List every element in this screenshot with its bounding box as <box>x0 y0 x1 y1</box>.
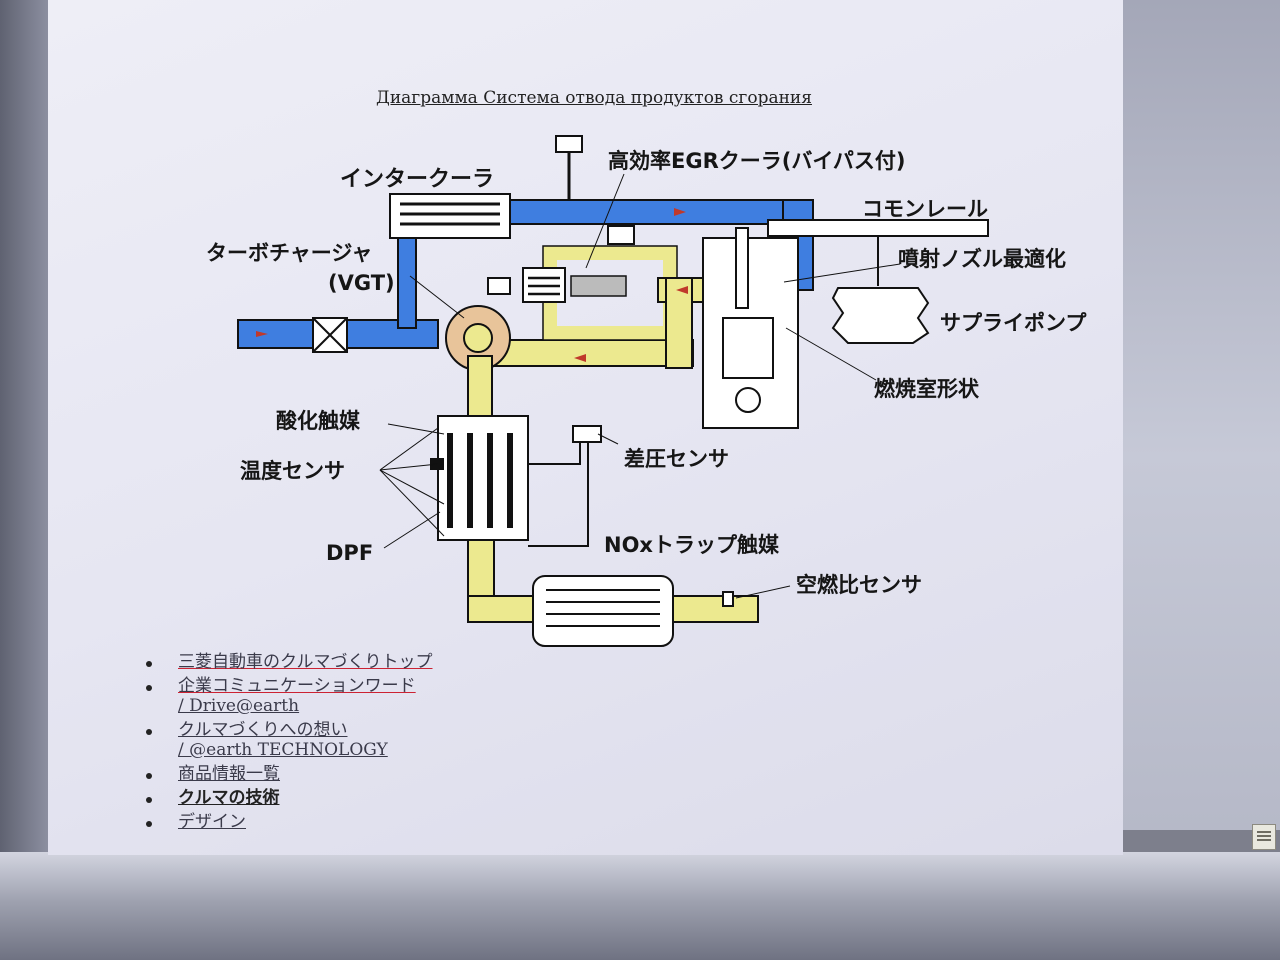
af-sensor-mark <box>722 591 734 607</box>
nav-sublink-drive-earth[interactable]: / Drive@earth <box>178 696 300 716</box>
label-injection-nozzle: 噴射ノズル最適化 <box>898 247 1066 271</box>
list-item: 商品情報一覧 <box>108 764 433 784</box>
air-filter-cross <box>312 317 348 353</box>
nav-sublink-earth-technology[interactable]: / @earth TECHNOLOGY <box>178 740 388 760</box>
leader-line <box>383 511 441 549</box>
nox-trap-unit <box>532 575 674 647</box>
leader-line <box>379 463 439 471</box>
document-icon[interactable] <box>1252 824 1276 850</box>
label-common-rail: コモンレール <box>862 197 988 221</box>
label-dpf: DPF <box>326 541 373 565</box>
label-vgt: (VGT) <box>328 271 395 295</box>
label-af-sensor: 空燃比センサ <box>796 573 922 597</box>
exhaust-system-diagram: インタークーラ 高効率EGRクーラ(バイパス付) コモンレール ターボチャージャ… <box>206 135 1087 647</box>
nav-link-list: 三菱自動車のクルマづくりトップ 企業コミュニケーションワード / Drive@e… <box>108 652 433 836</box>
label-supply-pump: サプライポンプ <box>940 311 1087 335</box>
pressure-sensor-box <box>572 425 602 443</box>
list-item: クルマづくりへの想い / @earth TECHNOLOGY <box>108 720 433 760</box>
leader-line <box>409 275 465 319</box>
monitor-bezel-left <box>0 0 48 960</box>
turbocharger-core <box>463 323 493 353</box>
leader-line <box>387 423 445 435</box>
injector <box>735 227 749 309</box>
label-intercooler: インタークーラ <box>340 167 494 192</box>
browser-page: Диаграмма Система отвода продуктов сгора… <box>48 0 1123 855</box>
nav-link-top[interactable]: 三菱自動車のクルマづくりトップ <box>178 652 433 672</box>
nav-link-communication-word[interactable]: 企業コミュニケーションワード <box>178 676 416 696</box>
label-egr-cooler: 高効率EGRクーラ(バイパス付) <box>608 149 906 173</box>
leader-line <box>785 327 877 381</box>
nav-link-products[interactable]: 商品情報一覧 <box>178 764 280 784</box>
list-item: デザイン <box>108 812 433 832</box>
label-turbocharger: ターボチャージャ <box>206 241 372 265</box>
leader-line <box>379 427 439 471</box>
flow-arrow <box>574 354 586 362</box>
leader-line <box>585 173 625 269</box>
taskbar-area <box>0 852 1280 960</box>
top-sensor <box>555 135 583 153</box>
flow-arrow <box>256 331 268 337</box>
desktop-background <box>1106 0 1280 830</box>
exhaust-manifold-down <box>665 277 693 369</box>
label-oxidation-catalyst: 酸化触媒 <box>276 409 361 433</box>
exhaust-down-pipe <box>467 355 493 417</box>
egr-cooler-core <box>570 275 627 297</box>
engine-crank <box>735 387 761 413</box>
egr-valve-small <box>487 277 511 295</box>
list-item: 三菱自動車のクルマづくりトップ <box>108 652 433 672</box>
intercooler-box <box>389 193 511 239</box>
label-pressure-sensor: 差圧センサ <box>624 447 729 471</box>
egr-bypass-valve <box>607 225 635 245</box>
label-nox-trap: NOxトラップ触媒 <box>604 533 780 557</box>
engine-piston <box>722 317 774 379</box>
supply-pump <box>831 287 930 344</box>
pressure-sensor-line <box>528 442 589 547</box>
intake-pipe-top <box>462 199 784 225</box>
leader-line <box>597 433 619 445</box>
leader-line <box>379 469 445 505</box>
exhaust-return-pipe <box>482 339 694 367</box>
pressure-sensor-line <box>528 442 581 465</box>
label-combustion-chamber: 燃焼室形状 <box>874 377 980 401</box>
nav-link-technology[interactable]: クルマの技術 <box>178 788 280 808</box>
common-rail <box>767 219 989 237</box>
flow-arrow <box>674 208 686 216</box>
list-item: クルマの技術 <box>108 788 433 808</box>
flow-arrow <box>676 286 688 294</box>
leader-line <box>379 469 445 537</box>
label-temperature-sensor: 温度センサ <box>240 459 345 483</box>
page-title[interactable]: Диаграмма Система отвода продуктов сгора… <box>376 88 812 108</box>
nav-link-philosophy[interactable]: クルマづくりへの想い <box>178 720 348 740</box>
leader-line <box>735 585 791 599</box>
list-item: 企業コミュニケーションワード / Drive@earth <box>108 676 433 716</box>
leader-line <box>783 263 901 283</box>
nav-link-design[interactable]: デザイン <box>178 812 246 832</box>
